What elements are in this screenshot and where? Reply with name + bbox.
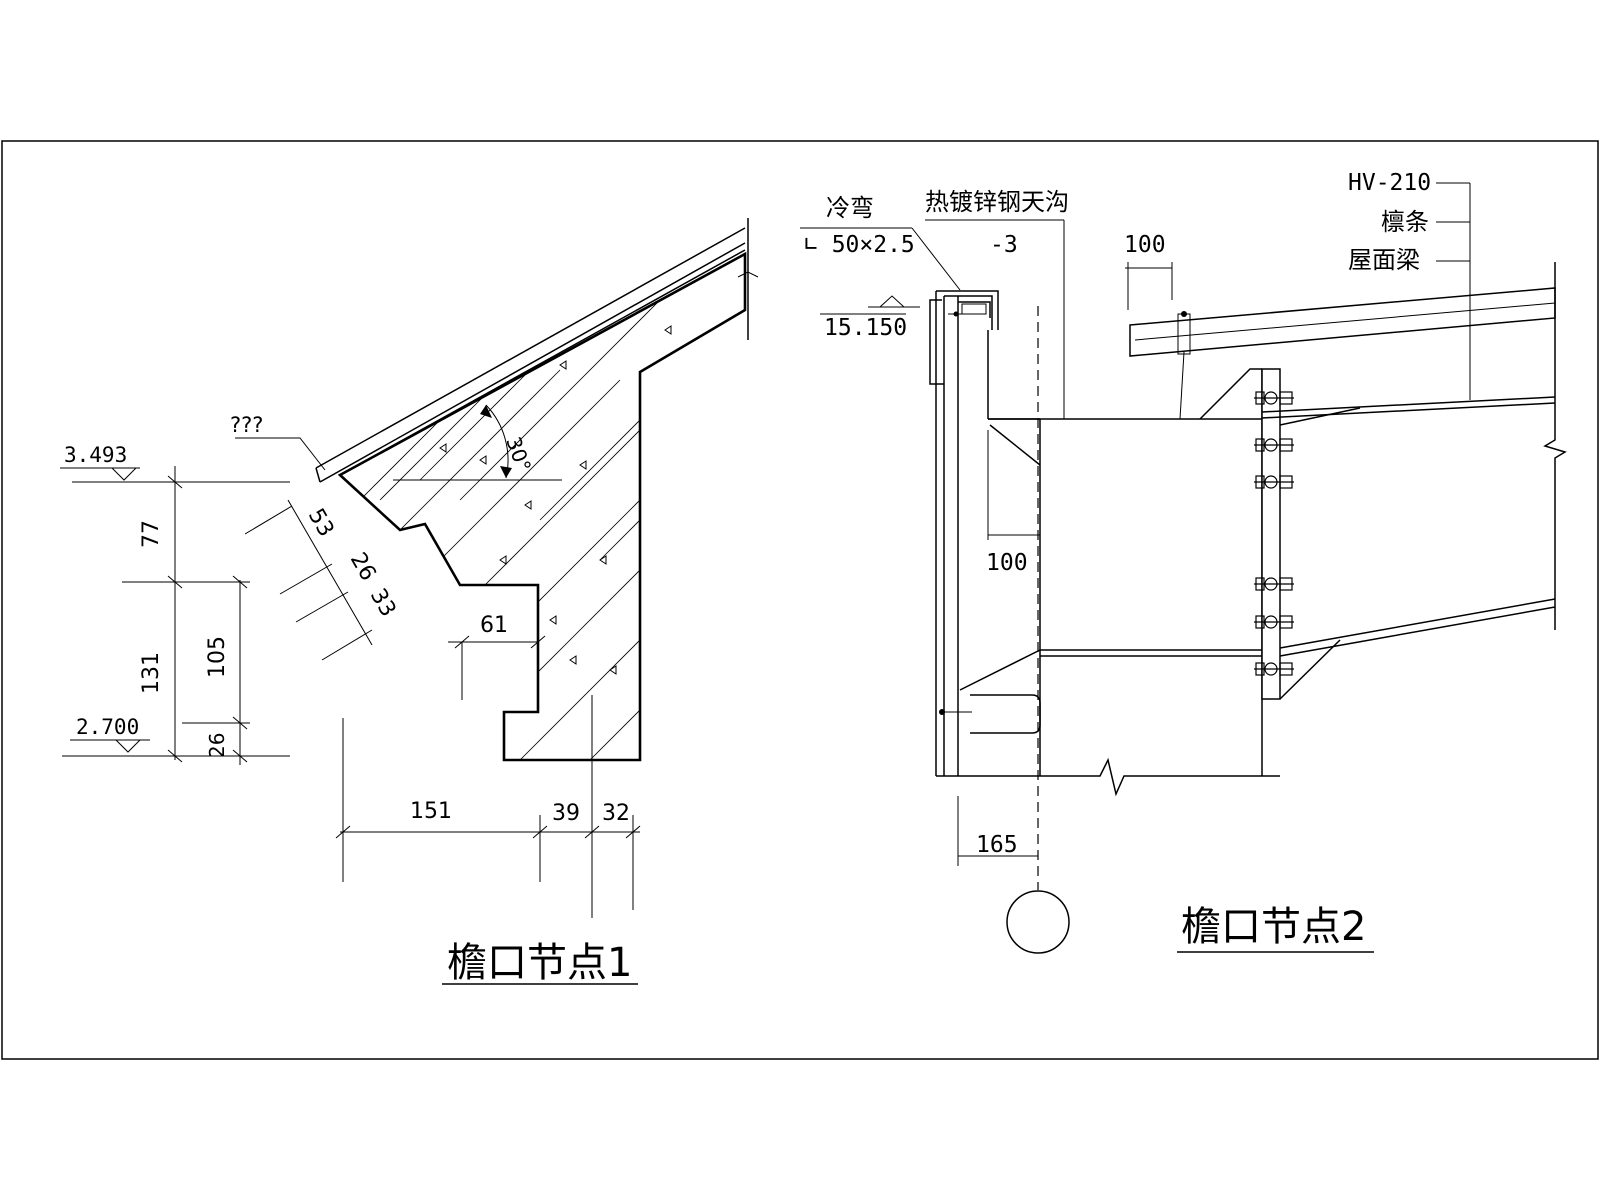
- label-cold-bent: 冷弯: [826, 194, 874, 222]
- section-marker-circle: [1006, 890, 1070, 954]
- bolts: [1254, 391, 1294, 676]
- end-plate: [1261, 368, 1281, 700]
- dim-39: 39: [552, 801, 580, 826]
- leader-line: [235, 437, 326, 471]
- elevation-bottom: 2.700: [76, 715, 139, 739]
- roof-layer: [339, 249, 746, 476]
- label-hv210: HV-210: [1348, 170, 1431, 196]
- dim-165: 165: [976, 832, 1018, 858]
- roof-beam-bottom: [1279, 598, 1556, 649]
- label-roof-beam: 屋面梁: [1348, 246, 1420, 274]
- dim-33: 33: [365, 585, 401, 622]
- angle-steel-top: [958, 301, 991, 318]
- lower-channel: [970, 694, 1041, 734]
- dim-131: 131: [139, 652, 164, 694]
- elevation-top: 3.493: [64, 443, 127, 467]
- purlin: [1129, 287, 1556, 357]
- elevation-15150: 15.150: [824, 315, 907, 341]
- roof-beam-top: [1261, 396, 1556, 413]
- roof-sheet-top: [315, 227, 746, 469]
- label-angle-steel: ∟ 50×2.5: [804, 232, 915, 258]
- dim-gutter-100: 100: [986, 550, 1028, 576]
- dim-26: 26: [205, 733, 229, 758]
- label-purlin: 檩条: [1381, 208, 1429, 236]
- dim-61: 61: [480, 613, 508, 638]
- node2-detail: 冷弯 ∟ 50×2.5 热镀锌钢天沟 -3 15.150 100 100 165…: [800, 170, 1567, 954]
- node2-title: 檐口节点2: [1181, 904, 1366, 950]
- leader-label: ???: [230, 413, 263, 437]
- dim-purlin-100: 100: [1124, 232, 1166, 258]
- concrete-section: [337, 251, 747, 762]
- roof-sheet-bottom: [319, 242, 746, 483]
- label-gutter-thk: -3: [990, 232, 1018, 258]
- dim-26-slant: 26: [345, 549, 381, 586]
- concrete-aggregate-marks: [439, 325, 672, 675]
- dim-151: 151: [410, 799, 452, 824]
- drawing-frame: [1, 140, 1599, 1060]
- dim-105: 105: [205, 636, 230, 678]
- label-gutter: 热镀锌钢天沟: [925, 188, 1069, 216]
- node1-detail: 30° ??? 3.493 2.700 77 131 105 26 5: [60, 218, 759, 986]
- dim-77: 77: [139, 520, 164, 548]
- node1-title: 檐口节点1: [447, 940, 632, 986]
- gutter-lip: [929, 299, 944, 385]
- dim-32: 32: [602, 801, 630, 826]
